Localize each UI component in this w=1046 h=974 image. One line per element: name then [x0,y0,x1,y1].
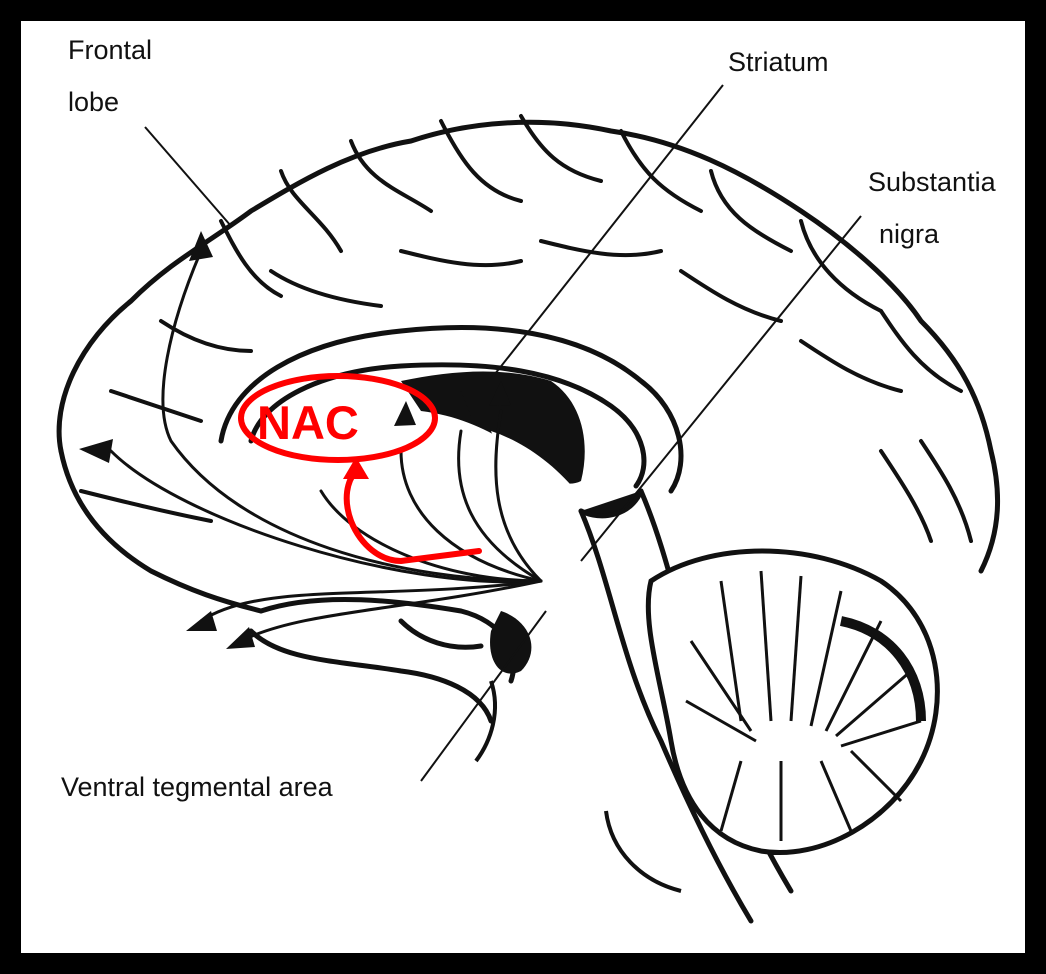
midbrain-curve [606,811,681,891]
nac-label: NAC [257,396,359,449]
cortex-outline [59,122,997,611]
ventral-tegmental-area-label: Ventral tegmental area [61,772,334,802]
frontal-lobe-label-line1: Frontal [68,35,152,65]
temporal-lobe [251,599,514,721]
brain-diagram: Frontal lobe Striatum Substantia nigra V… [21,21,1025,953]
diagram-canvas: Frontal lobe Striatum Substantia nigra V… [21,21,1025,953]
frontal-lobe-label-line2: lobe [68,87,119,117]
pituitary [476,611,531,761]
striatum-label: Striatum [728,47,829,77]
substantia-nigra-label-line1: Substantia [868,167,997,197]
substantia-nigra-label-line2: nigra [879,219,940,249]
